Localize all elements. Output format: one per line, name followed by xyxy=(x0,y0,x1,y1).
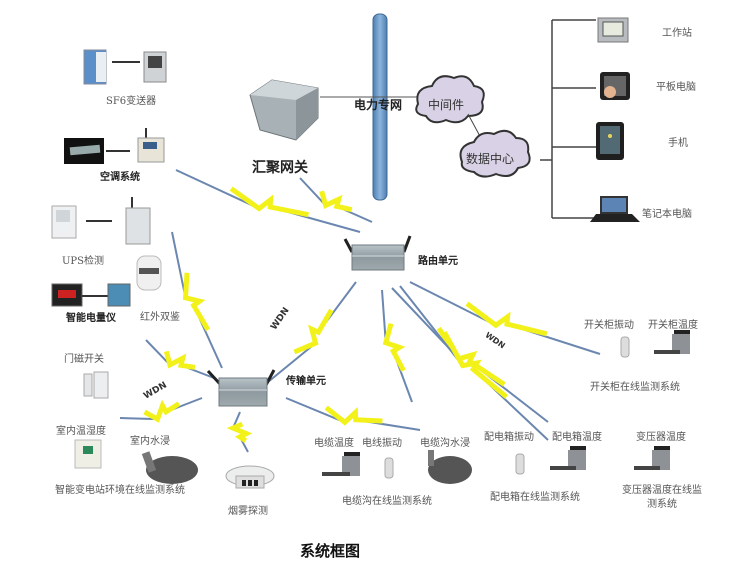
wireless-link-transmitter-infrared xyxy=(171,231,223,369)
humidity-sensor-icon xyxy=(74,439,102,469)
sf6-cabinet-icon xyxy=(83,49,107,85)
wireless-link-router-box-2 xyxy=(399,285,549,441)
ups-monitor-icon xyxy=(51,205,77,239)
datacenter-label: 数据中心 xyxy=(466,152,515,166)
smoke-label: 烟雾探测 xyxy=(228,506,268,517)
indoor-temp-label: 室内温湿度 xyxy=(56,426,106,437)
backbone-pipe xyxy=(372,13,388,201)
sf6-transmitter-icon xyxy=(143,51,167,83)
datacenter-cloud-icon xyxy=(459,129,531,178)
box-vibration-label: 配电箱振动 xyxy=(484,432,534,443)
wireless-links xyxy=(119,169,601,453)
sf6-label: SF6变送器 xyxy=(106,96,157,107)
aircon-icon xyxy=(64,138,104,164)
wireless-link-router-switchgear xyxy=(409,281,601,355)
client-label-laptop: 笔记本电脑 xyxy=(642,209,692,220)
power-meter-icon xyxy=(51,283,83,307)
gateway-device-icon xyxy=(249,79,319,141)
cable-temp-label: 电缆温度 xyxy=(314,438,354,449)
switchgear-vibration-sensor-icon xyxy=(620,336,630,358)
cable-vibration-sensor-icon xyxy=(384,457,394,479)
gateway-label: 汇聚网关 xyxy=(252,160,308,176)
wireless-link-gateway-router-2 xyxy=(299,177,373,223)
wireless-link-gateway-router xyxy=(175,169,361,233)
switchgear-temp-label: 开关柜温度 xyxy=(648,320,698,331)
wireless-link-transmitter-meter xyxy=(145,339,215,379)
wireless-link-router-trench xyxy=(381,289,413,403)
phone-icon xyxy=(596,122,624,160)
box-temp-label: 配电箱温度 xyxy=(552,432,602,443)
water-sensor-icon xyxy=(141,451,198,484)
infrared-sensor-icon xyxy=(136,255,162,291)
infrared-label: 红外双鉴 xyxy=(140,312,180,323)
transformer-temp-sensor-icon xyxy=(634,446,670,470)
aircon-label: 空调系统 xyxy=(100,172,140,183)
box-temp-sensor-icon xyxy=(550,446,586,470)
wireless-link-transmitter-humidity xyxy=(119,397,203,423)
meter-label: 智能电量仪 xyxy=(66,313,116,324)
door-label: 门磁开关 xyxy=(64,354,104,365)
laptop-icon xyxy=(590,196,640,222)
backbone-label: 电力专网 xyxy=(354,98,403,112)
transformer-temp-label: 变压器温度 xyxy=(636,432,686,443)
router-label: 路由单元 xyxy=(418,256,458,267)
indoor-water-label: 室内水浸 xyxy=(130,436,170,447)
box-system-label: 配电箱在线监测系统 xyxy=(490,492,580,503)
transmitter-device-icon xyxy=(206,369,276,407)
cable-temp-sensor-icon xyxy=(322,452,360,476)
workstation-icon xyxy=(597,17,629,43)
transformer-system-label: 变压器温度在线监测系统 xyxy=(622,485,702,510)
current-sensor-icon xyxy=(107,283,131,307)
client-label-phone: 手机 xyxy=(668,138,688,149)
wireless-link-transmitter-smoke xyxy=(226,411,253,453)
trench-water-sensor-icon xyxy=(428,450,472,484)
tablet-icon xyxy=(600,72,630,100)
transmitter-label: 传输单元 xyxy=(286,376,326,387)
switchgear-system-label: 开关柜在线监测系统 xyxy=(590,382,680,393)
ups-label: UPS检测 xyxy=(62,256,105,267)
client-label-workstation: 工作站 xyxy=(662,28,692,39)
diagram-caption: 系统框图 xyxy=(300,542,361,560)
smoke-detector-icon xyxy=(225,465,275,489)
middleware-cloud-icon xyxy=(415,75,485,124)
door-sensor-icon xyxy=(83,371,109,399)
wireless-link-router-transmitter xyxy=(267,281,357,383)
switchgear-temp-sensor-icon xyxy=(654,330,690,354)
middleware-label: 中间件 xyxy=(428,98,465,112)
trench-water-label: 电缆沟水浸 xyxy=(420,438,470,449)
trench-system-label: 电缆沟在线监测系统 xyxy=(342,496,432,507)
env-system-label: 智能变电站环境在线监测系统 xyxy=(55,485,185,496)
wireless-link-transmitter-cable xyxy=(285,397,421,431)
ups-node-icon xyxy=(125,197,151,245)
switchgear-vibration-label: 开关柜振动 xyxy=(584,320,634,331)
aircon-controller-icon xyxy=(137,128,165,163)
box-vibration-sensor-icon xyxy=(515,453,525,475)
cable-vibration-label: 电线振动 xyxy=(362,438,402,449)
router-device-icon xyxy=(343,235,412,271)
client-label-tablet: 平板电脑 xyxy=(656,82,696,93)
